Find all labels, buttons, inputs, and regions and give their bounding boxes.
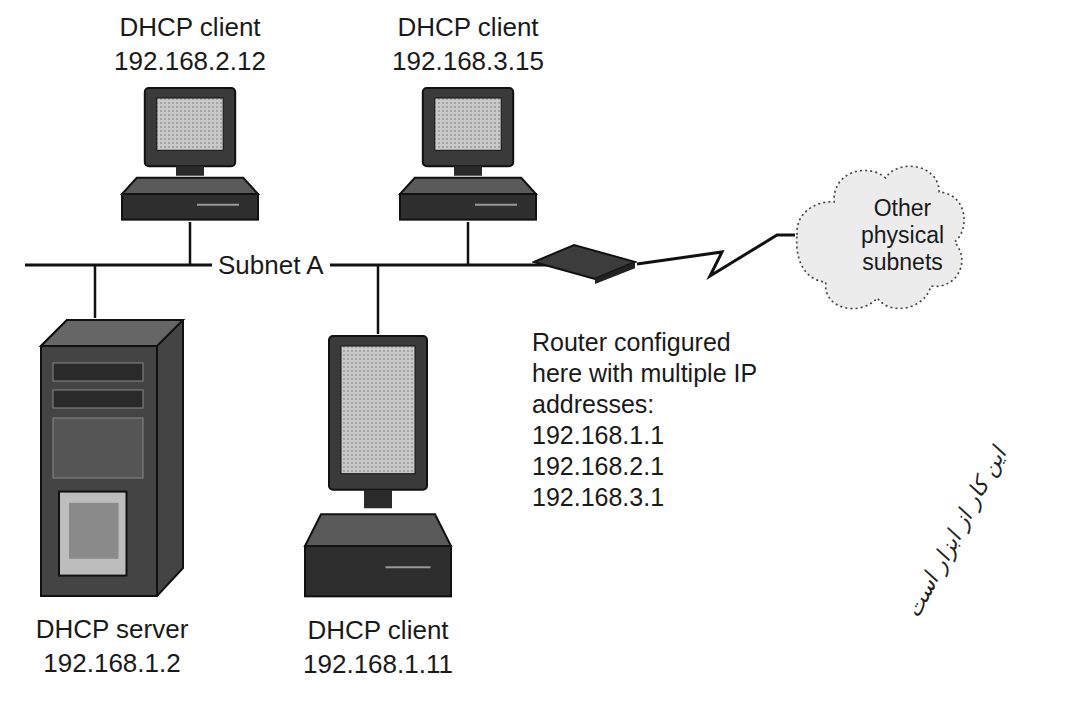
wan-link — [637, 235, 795, 276]
computer-icon — [120, 86, 260, 221]
node-text: DHCP server — [36, 612, 189, 646]
drop-line — [377, 265, 380, 334]
drop-line — [189, 222, 192, 265]
node-text: 192.168.2.12 — [114, 44, 266, 78]
node-text: 192.168.1.2 — [43, 646, 180, 680]
router-box: Router configured here with multiple IP … — [532, 243, 772, 513]
node-text: DHCP client — [119, 10, 260, 44]
node-text: DHCP client — [397, 10, 538, 44]
router-icon — [532, 243, 637, 285]
node-text: Router configured here with multiple IP … — [532, 327, 772, 420]
server-computer: DHCP server192.168.1.2 — [36, 318, 189, 680]
drop-line — [467, 222, 470, 265]
node-text: 192.168.1.1 — [532, 420, 664, 451]
computer-icon — [398, 86, 538, 221]
drop-line — [94, 265, 97, 318]
subnet-cloud: Other physical subnets — [795, 150, 970, 320]
node-text: DHCP client — [307, 613, 448, 647]
server-icon — [37, 318, 187, 598]
node-text: 192.168.3.1 — [532, 482, 664, 513]
client-computer: DHCP client192.168.1.11 — [303, 334, 453, 681]
node-text: 192.168.3.15 — [392, 44, 544, 78]
computer-icon — [303, 334, 453, 599]
node-text: 192.168.2.1 — [532, 451, 664, 482]
handwritten-note: این کار از ابزار است — [900, 443, 1011, 622]
subnet-label: Subnet A — [212, 250, 330, 280]
node-text: 192.168.1.11 — [303, 647, 453, 681]
client-computer: DHCP client192.168.2.12 — [114, 10, 266, 221]
client-computer: DHCP client192.168.3.15 — [392, 10, 544, 221]
node-text: Other physical subnets — [853, 195, 953, 276]
